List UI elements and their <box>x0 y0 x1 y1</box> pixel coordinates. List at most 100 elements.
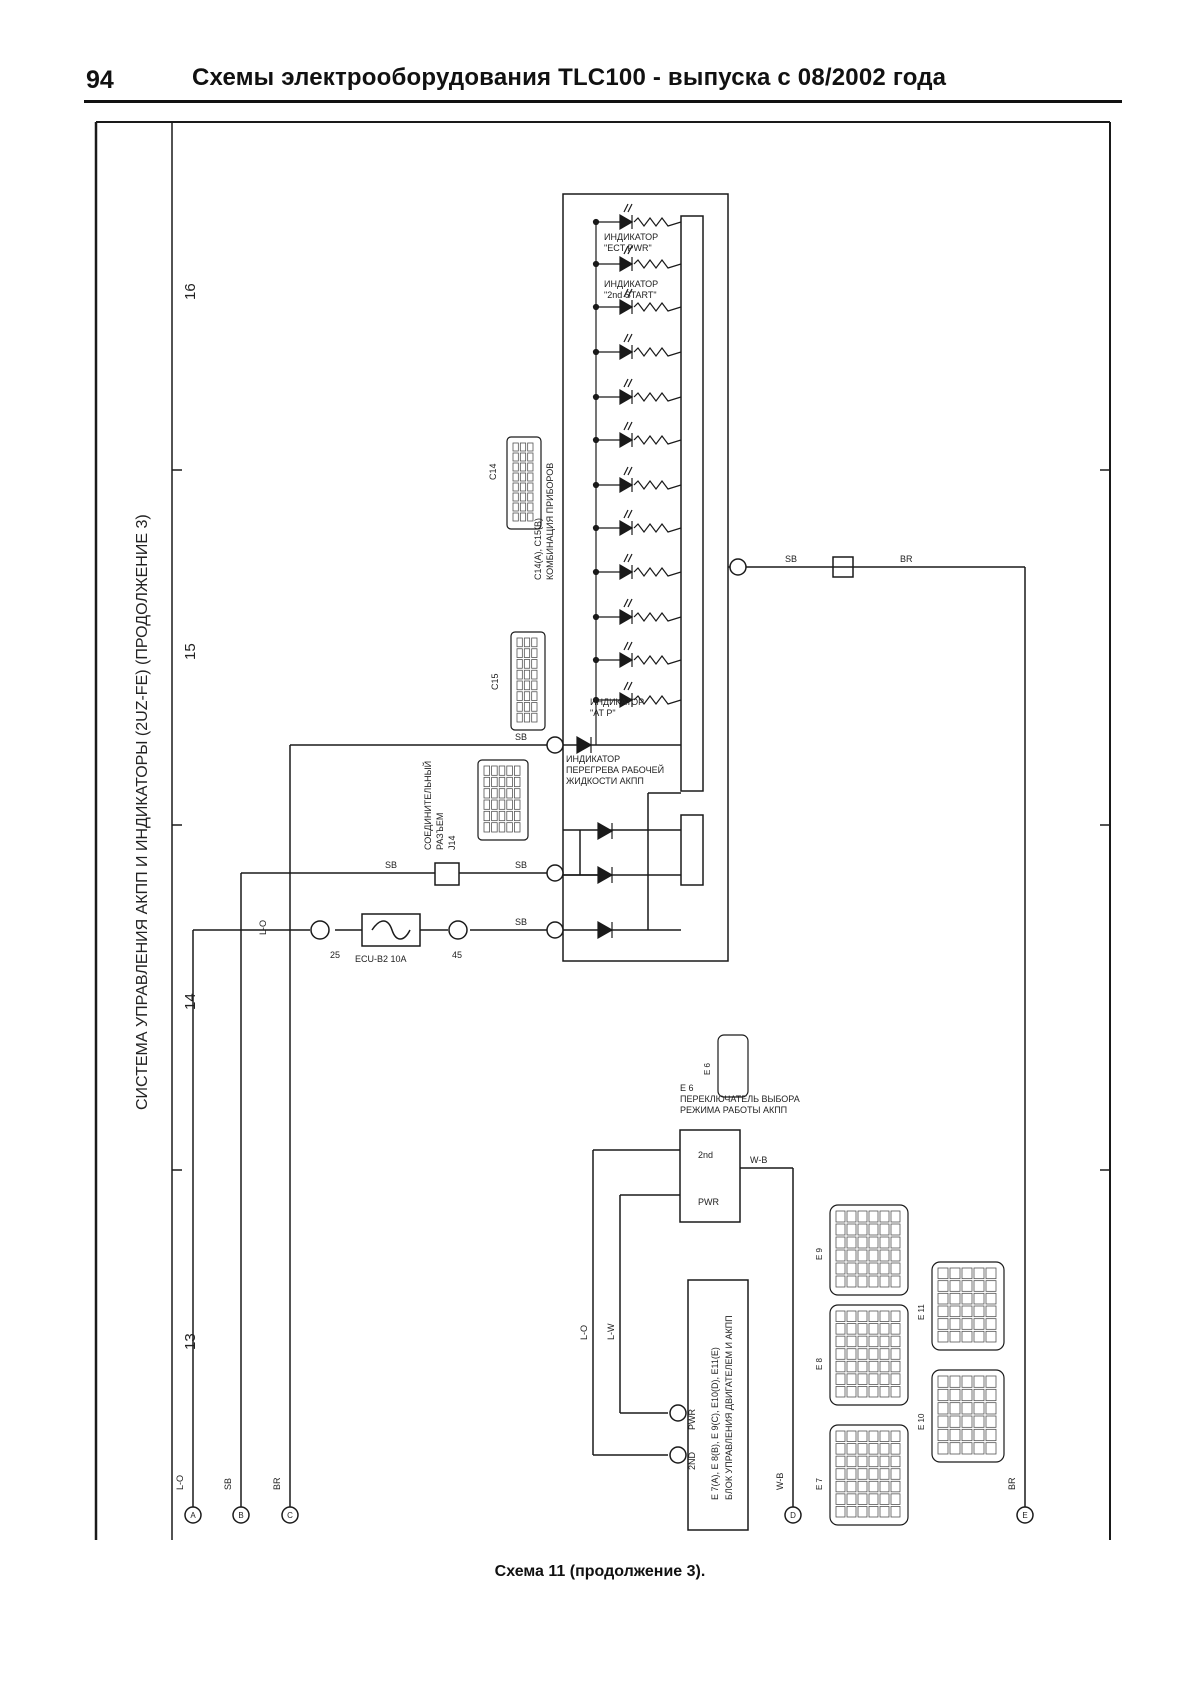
diode-overheat <box>576 735 593 755</box>
connector-pin <box>868 1480 879 1493</box>
terminal-d <box>784 1506 802 1524</box>
connector-pin <box>879 1386 890 1398</box>
connector-e10-icon <box>931 1369 1005 1463</box>
connector-pin <box>985 1267 997 1280</box>
wire-label-wb-bottom: W-B <box>775 1473 785 1490</box>
led-row <box>592 288 682 316</box>
connector-pin <box>516 702 523 712</box>
connector-pin <box>973 1375 985 1388</box>
connector-pin <box>506 810 513 822</box>
connector-pin <box>857 1360 868 1373</box>
connector-pin <box>949 1415 961 1428</box>
connector-pin <box>527 452 534 462</box>
connector-pin <box>491 765 498 776</box>
connector-pin <box>514 799 521 810</box>
connector-pin <box>879 1262 890 1275</box>
connector-pin <box>846 1236 857 1249</box>
connector-pin <box>857 1223 868 1236</box>
led-row <box>592 466 682 494</box>
c15-label: C15 <box>490 673 500 690</box>
connector-pin <box>527 512 534 522</box>
overheat-l2: ПЕРЕГРЕВА РАБОЧЕЙ <box>566 764 664 775</box>
connector-pin <box>890 1262 901 1275</box>
connector-pin <box>890 1480 901 1493</box>
meter-pin-overheat <box>546 736 564 754</box>
connector-pin <box>835 1373 846 1385</box>
c14-label: C14 <box>488 463 498 480</box>
connector-pin <box>890 1360 901 1373</box>
connector-pin <box>857 1493 868 1505</box>
connector-pin <box>961 1292 973 1305</box>
connector-pin <box>973 1428 985 1442</box>
connector-c15-icon <box>510 631 546 731</box>
connector-pin <box>516 680 523 691</box>
connector-pin <box>531 702 538 712</box>
connector-pin <box>868 1262 879 1275</box>
connector-pin <box>523 637 531 648</box>
connector-pin <box>527 442 534 452</box>
connector-pin <box>846 1373 857 1385</box>
connector-pin <box>835 1335 846 1348</box>
connector-pin <box>961 1442 973 1455</box>
connector-pin <box>949 1318 961 1330</box>
connector-pin <box>835 1310 846 1322</box>
connector-pin <box>985 1292 997 1305</box>
connector-pin <box>937 1280 949 1292</box>
connector-pin <box>846 1480 857 1493</box>
led-row <box>592 421 682 449</box>
resistor-icon <box>633 259 682 269</box>
led-icon <box>619 476 634 494</box>
connector-pin <box>514 788 521 799</box>
connector-pin <box>890 1373 901 1385</box>
meter-label-2: КОМБИНАЦИЯ ПРИБОРОВ <box>545 463 555 580</box>
connector-pin <box>519 452 527 462</box>
connector-c14-icon <box>506 436 542 530</box>
diode-1 <box>597 821 614 841</box>
connector-pin <box>531 659 538 669</box>
resistor-icon <box>633 695 682 705</box>
connector-pin <box>890 1455 901 1468</box>
connector-pin <box>846 1493 857 1505</box>
connector-pin <box>890 1443 901 1455</box>
connector-pin <box>961 1318 973 1330</box>
resistor-icon <box>633 347 682 357</box>
connector-pin <box>491 799 498 810</box>
terminal-b <box>232 1506 250 1524</box>
wire-label-sb5: SB <box>785 554 797 564</box>
led-icon <box>619 608 634 626</box>
connector-pin <box>879 1275 890 1288</box>
connector-pin <box>483 810 490 822</box>
connector-pin <box>890 1310 901 1322</box>
connector-pin <box>973 1402 985 1415</box>
diode-3 <box>597 920 614 940</box>
connector-pin <box>519 482 527 492</box>
switch-pos-2nd: 2nd <box>698 1150 713 1160</box>
connector-pin <box>949 1442 961 1455</box>
terminal-e <box>1016 1506 1034 1524</box>
connector-pin <box>835 1493 846 1505</box>
wire-label-br-bottom: BR <box>272 1477 282 1490</box>
page-number: 94 <box>86 66 114 94</box>
wire-label-lo-top: L-O <box>258 920 268 935</box>
connector-pin <box>868 1335 879 1348</box>
meter-pin-right <box>729 558 747 576</box>
j14-name-2: РАЗЪЕМ <box>435 813 445 850</box>
connector-pin <box>868 1348 879 1360</box>
connector-pin <box>973 1267 985 1280</box>
wire-label-lw-switch: L-W <box>606 1323 616 1340</box>
connector-pin <box>868 1249 879 1262</box>
connector-pin <box>868 1275 879 1288</box>
meter-label-1: C14(A), C15(B) <box>533 518 543 580</box>
connector-pin <box>890 1323 901 1335</box>
connector-pin <box>973 1305 985 1318</box>
meter-pin-pwr <box>546 921 564 939</box>
connector-pin <box>846 1360 857 1373</box>
connector-pin <box>527 502 534 512</box>
connector-pin <box>857 1249 868 1262</box>
connector-pin <box>506 765 513 776</box>
connector-pin <box>483 776 490 788</box>
connector-pin <box>949 1402 961 1415</box>
connector-pin <box>879 1506 890 1518</box>
connector-pin <box>516 691 523 701</box>
